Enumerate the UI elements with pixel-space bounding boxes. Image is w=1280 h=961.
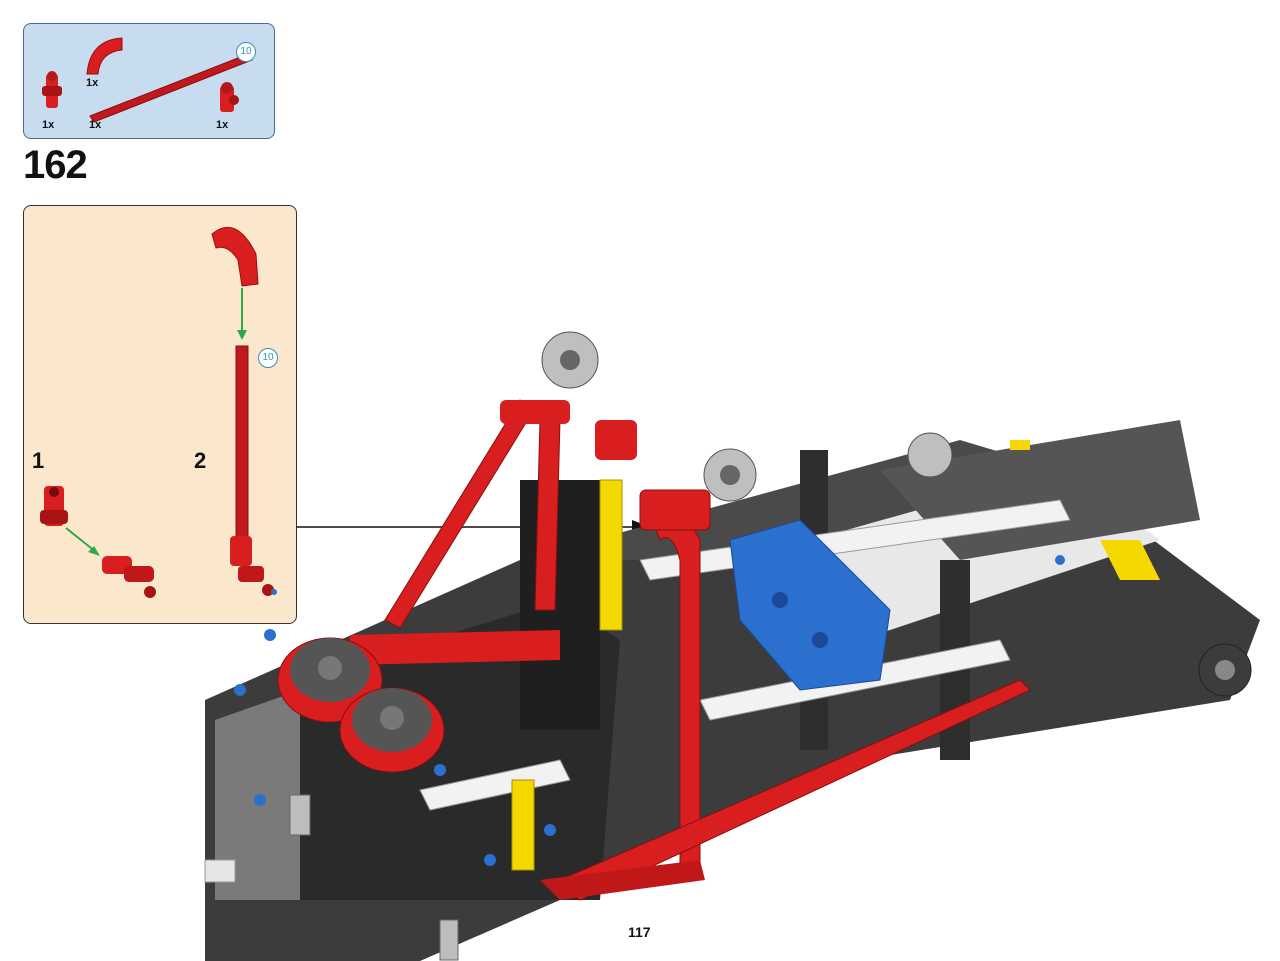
step-number: 162 [23,143,88,187]
yellow-parts [511,440,1160,871]
axle-length-badge: 10 [236,42,256,62]
connector-part-icon [40,486,68,526]
blue-pins [234,555,1065,866]
axle-assembly-icon [230,345,277,596]
part-axle-connector-icon [42,71,62,108]
curved-panel-icon [211,226,259,287]
part-axle-connector-small-icon [220,82,239,112]
subassembly-art [40,226,277,598]
part-curved-panel-icon [86,37,123,75]
page-number: 117 [628,924,651,940]
part-qty: 1x [89,119,102,131]
axle-length-badge: 10 [258,348,278,368]
parts-list-box: 1x 1x 1x 1x 10 [23,23,275,139]
subassembly-callout: 1 2 10 [23,205,297,624]
callout-arrowhead [632,520,650,534]
connector-assembled-icon [102,556,156,598]
wheel-hub-assemblies [541,331,1252,697]
assembly-arrow [65,527,97,553]
part-qty: 1x [42,119,55,131]
substep-number: 2 [194,448,207,473]
part-qty: 1x [216,119,229,131]
shock-absorbers [289,794,459,961]
chassis-frame [205,420,1260,961]
radiator-fans [277,637,445,773]
parts-list-art [42,37,253,123]
blue-engine-block [729,519,891,691]
part-qty: 1x [86,77,99,89]
red-frame-parts [350,399,1031,901]
substep-number: 1 [32,448,45,473]
white-beams [204,499,1071,883]
